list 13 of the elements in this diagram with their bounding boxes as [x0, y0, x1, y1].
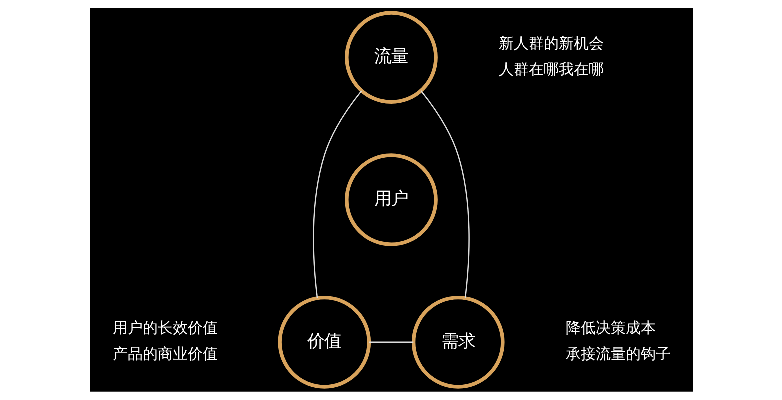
- node-label: 人群在哪我在哪: [498, 60, 604, 78]
- node-label: 新人群的新机会: [498, 34, 604, 52]
- node-label: 降低决策成本: [566, 319, 656, 338]
- node-circle: 需求: [411, 296, 504, 389]
- node-label: 承接流量的钩子: [566, 345, 671, 364]
- connector: [420, 90, 470, 298]
- node-label: 用户的长效价值: [112, 319, 218, 338]
- node-circle: 价值: [278, 296, 371, 389]
- node-label: 产品的商业价值: [112, 345, 218, 364]
- node-circle: 流量: [344, 11, 438, 104]
- connector: [369, 342, 414, 343]
- node-circle: 用户: [344, 154, 438, 246]
- connector: [312, 90, 362, 298]
